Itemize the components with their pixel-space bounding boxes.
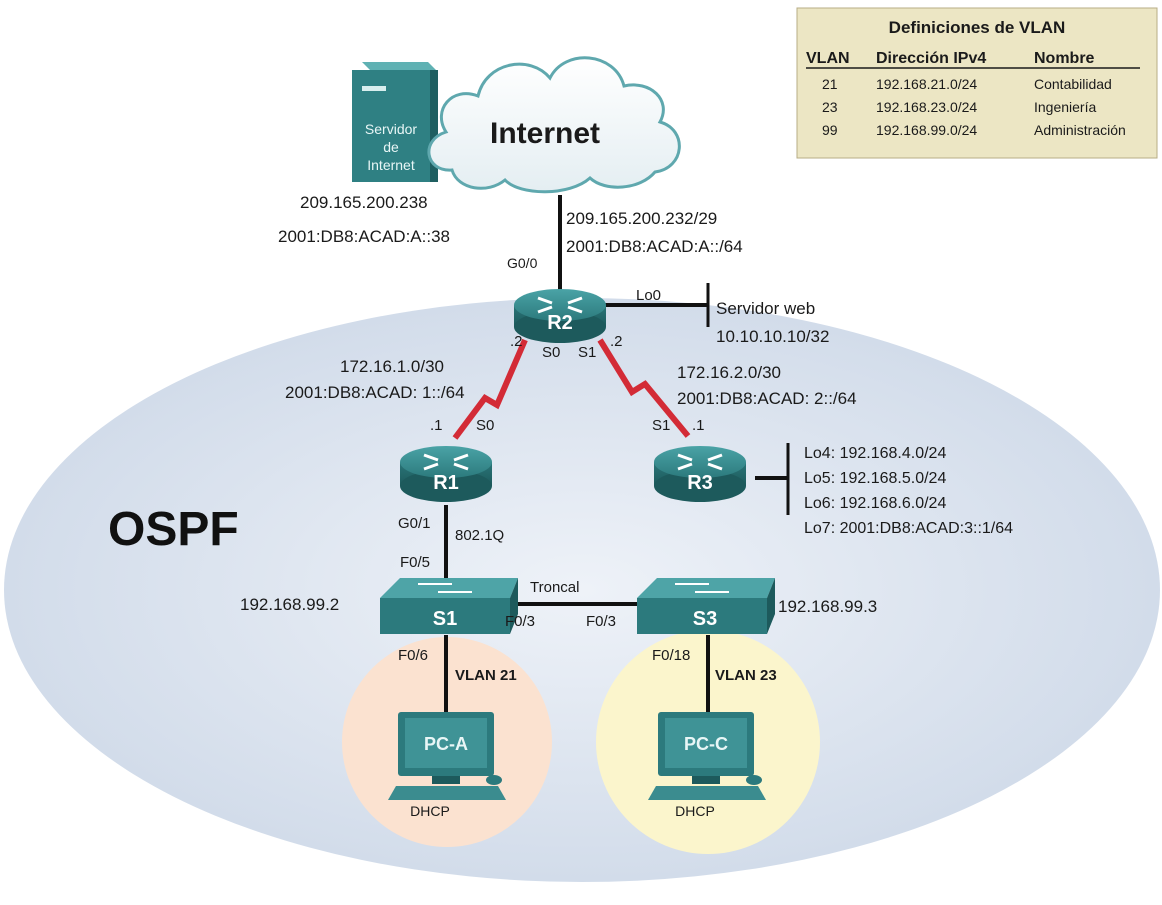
r2-s1-label: S1 bbox=[578, 344, 596, 361]
vlan-row-2-name: Ingeniería bbox=[1034, 99, 1096, 115]
server-label-1: Servidor bbox=[365, 121, 417, 137]
vlan-row-2-id: 23 bbox=[822, 99, 838, 115]
r1-host-label: .1 bbox=[430, 417, 443, 434]
router-r3-label: R3 bbox=[687, 472, 713, 494]
ethernet-links bbox=[444, 195, 790, 712]
r3-lo7: Lo7: 2001:DB8:ACAD:3::1/64 bbox=[804, 520, 1013, 537]
vlan-row-2-ipv4: 192.168.23.0/24 bbox=[876, 99, 977, 115]
s1-vlan-label: VLAN 21 bbox=[455, 667, 517, 684]
trunk-label: Troncal bbox=[530, 579, 579, 596]
router-r2-label: R2 bbox=[547, 312, 573, 334]
switch-s1-label: S1 bbox=[433, 608, 457, 630]
r2-r3-ipv4: 172.16.2.0/30 bbox=[677, 363, 781, 382]
router-r1-label: R1 bbox=[433, 472, 459, 494]
s3-ip: 192.168.99.3 bbox=[778, 597, 877, 616]
vlan-table-header-vlan: VLAN bbox=[806, 50, 850, 67]
router-r2-icon: R2 bbox=[514, 289, 606, 343]
vlan-row-1-id: 21 bbox=[822, 76, 838, 92]
serial-links bbox=[452, 338, 691, 440]
pc-c-label: PC-C bbox=[684, 734, 728, 754]
isp-link-ipv6: 2001:DB8:ACAD:A::/64 bbox=[566, 237, 743, 256]
router-r1-icon: R1 bbox=[400, 446, 492, 502]
r2-g00-label: G0/0 bbox=[507, 255, 538, 271]
router-r3-icon: R3 bbox=[654, 446, 746, 502]
s1-ip: 192.168.99.2 bbox=[240, 595, 339, 614]
r2-lo0-label: Lo0 bbox=[636, 287, 661, 304]
r3-host-label: .1 bbox=[692, 417, 705, 434]
server-ipv4: 209.165.200.238 bbox=[300, 193, 428, 212]
ospf-label: OSPF bbox=[108, 503, 239, 556]
r1-s0-label: S0 bbox=[476, 417, 494, 434]
s3-f018-label: F0/18 bbox=[652, 647, 690, 664]
r1-g01-label: G0/1 bbox=[398, 515, 431, 532]
web-server-ip: 10.10.10.10/32 bbox=[716, 327, 829, 346]
pc-a-label: PC-A bbox=[424, 734, 468, 754]
internet-label: Internet bbox=[490, 117, 600, 150]
vlan-table-title: Definiciones de VLAN bbox=[889, 18, 1066, 37]
ospf-area bbox=[4, 298, 1160, 882]
switch-s3-icon: S3 bbox=[637, 578, 775, 634]
s1-f03-label: F0/3 bbox=[505, 613, 535, 630]
r2-s0-label: S0 bbox=[542, 344, 560, 361]
pc-c-dhcp: DHCP bbox=[675, 803, 715, 819]
pc-c-icon: PC-C DHCP bbox=[648, 712, 766, 819]
r2-r3-ipv6: 2001:DB8:ACAD: 2::/64 bbox=[677, 389, 857, 408]
web-server-label: Servidor web bbox=[716, 299, 815, 318]
s1-f05-label: F0/5 bbox=[400, 554, 430, 571]
vlan-table-header-name: Nombre bbox=[1034, 50, 1095, 67]
vlan-table-header-ipv4: Dirección IPv4 bbox=[876, 50, 986, 67]
vlan-row-1-ipv4: 192.168.21.0/24 bbox=[876, 76, 977, 92]
r1-r2-ipv4: 172.16.1.0/30 bbox=[340, 357, 444, 376]
vlan-row-1-name: Contabilidad bbox=[1034, 76, 1112, 92]
isp-link-ipv4: 209.165.200.232/29 bbox=[566, 209, 717, 228]
vlan-row-3-id: 99 bbox=[822, 122, 838, 138]
pc-a-dhcp: DHCP bbox=[410, 803, 450, 819]
internet-cloud-icon: Internet bbox=[427, 56, 681, 194]
r1-encap-label: 802.1Q bbox=[455, 527, 504, 544]
s1-f06-label: F0/6 bbox=[398, 647, 428, 664]
internet-server-icon: Servidor de Internet bbox=[352, 62, 438, 182]
r1-r2-ipv6: 2001:DB8:ACAD: 1::/64 bbox=[285, 383, 465, 402]
vlan-row-3-ipv4: 192.168.99.0/24 bbox=[876, 122, 977, 138]
r2-left-host: .2 bbox=[510, 333, 523, 350]
server-label-2: de bbox=[383, 139, 399, 155]
vlan-definitions-table: Definiciones de VLAN VLAN Dirección IPv4… bbox=[796, 7, 1158, 159]
s3-f03-label: F0/3 bbox=[586, 613, 616, 630]
pc-a-icon: PC-A DHCP bbox=[388, 712, 506, 819]
server-label-3: Internet bbox=[367, 157, 415, 173]
s3-vlan-label: VLAN 23 bbox=[715, 667, 777, 684]
vlan-row-3-name: Administración bbox=[1034, 122, 1126, 138]
r2-right-host: .2 bbox=[610, 333, 623, 350]
r3-lo5: Lo5: 192.168.5.0/24 bbox=[804, 470, 946, 487]
r3-lo6: Lo6: 192.168.6.0/24 bbox=[804, 495, 946, 512]
server-ipv6: 2001:DB8:ACAD:A::38 bbox=[278, 227, 450, 246]
r3-lo4: Lo4: 192.168.4.0/24 bbox=[804, 445, 946, 462]
switch-s3-label: S3 bbox=[693, 608, 717, 630]
r3-s1-label: S1 bbox=[652, 417, 670, 434]
switch-s1-icon: S1 bbox=[380, 578, 518, 634]
